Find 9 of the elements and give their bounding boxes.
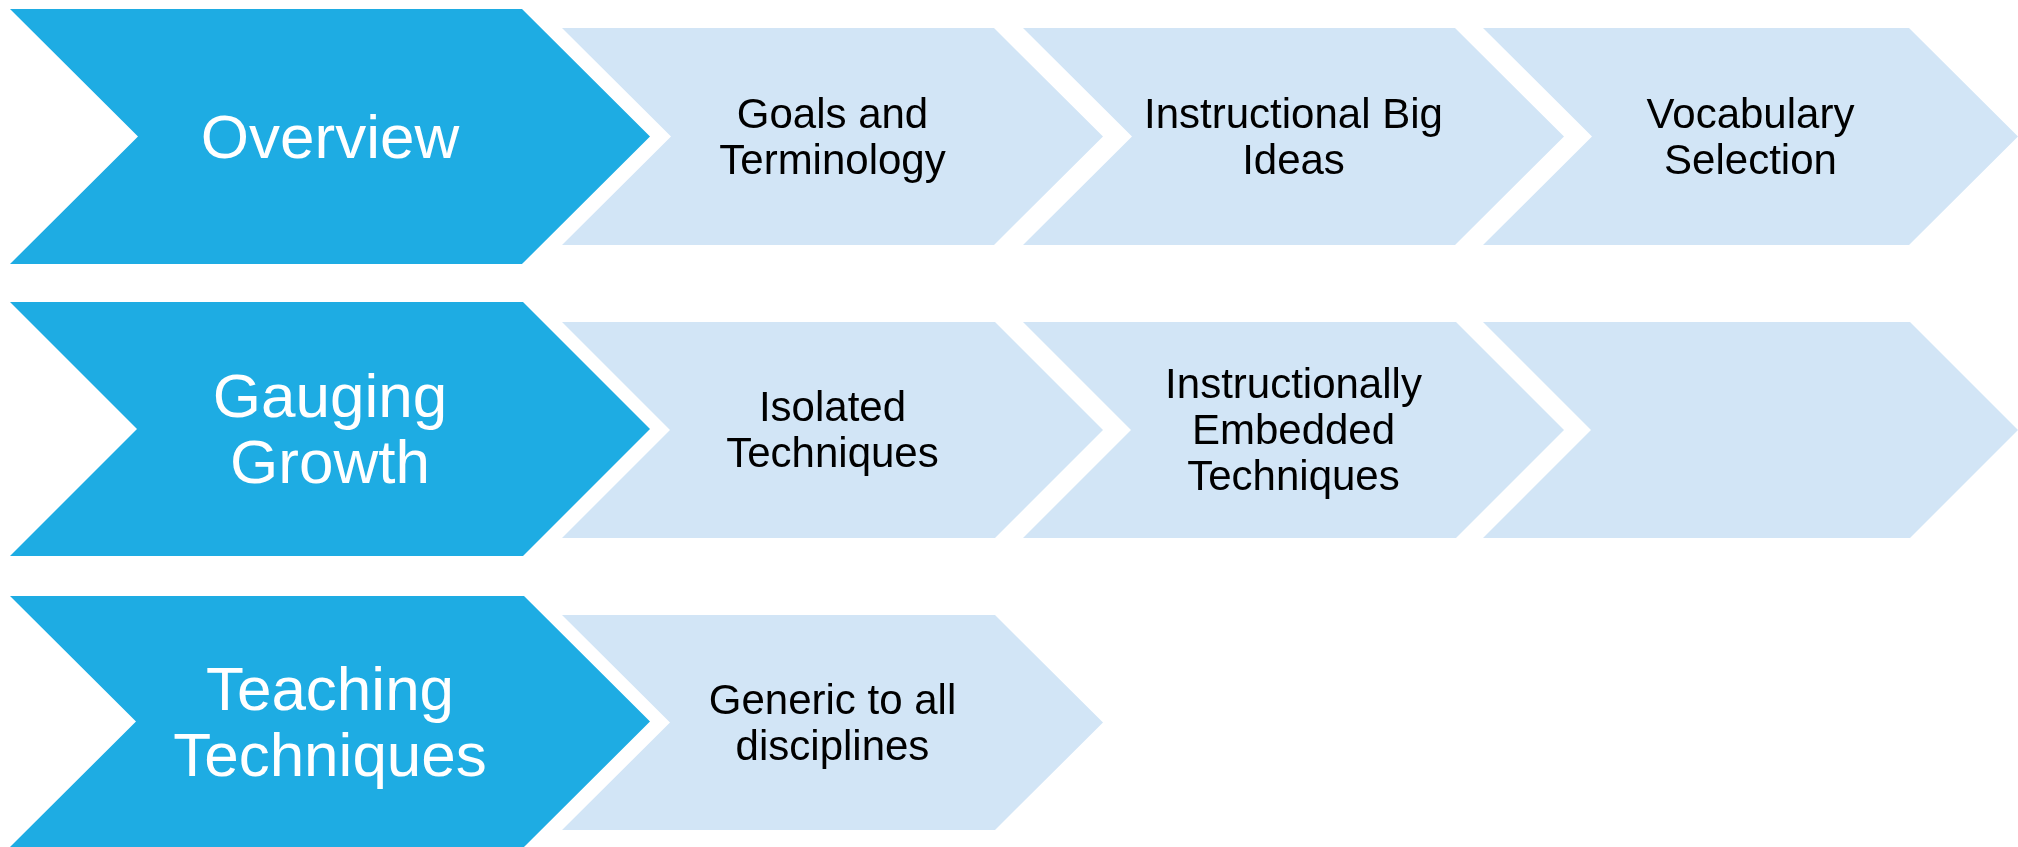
step-label: Instructional Big Ideas	[1143, 90, 1444, 183]
step-label: Vocabulary Selection	[1645, 90, 1856, 183]
step-label: Instructionally Embedded Techniques	[1164, 361, 1423, 499]
step-label: Isolated Techniques	[725, 384, 940, 476]
step-label: Goals and Terminology	[718, 90, 947, 183]
step-label: Generic to all disciplines	[707, 676, 958, 769]
stage-title: Teaching Techniques	[172, 655, 488, 788]
stage-title: Gauging Growth	[211, 363, 449, 495]
stage-title: Overview	[200, 103, 460, 170]
